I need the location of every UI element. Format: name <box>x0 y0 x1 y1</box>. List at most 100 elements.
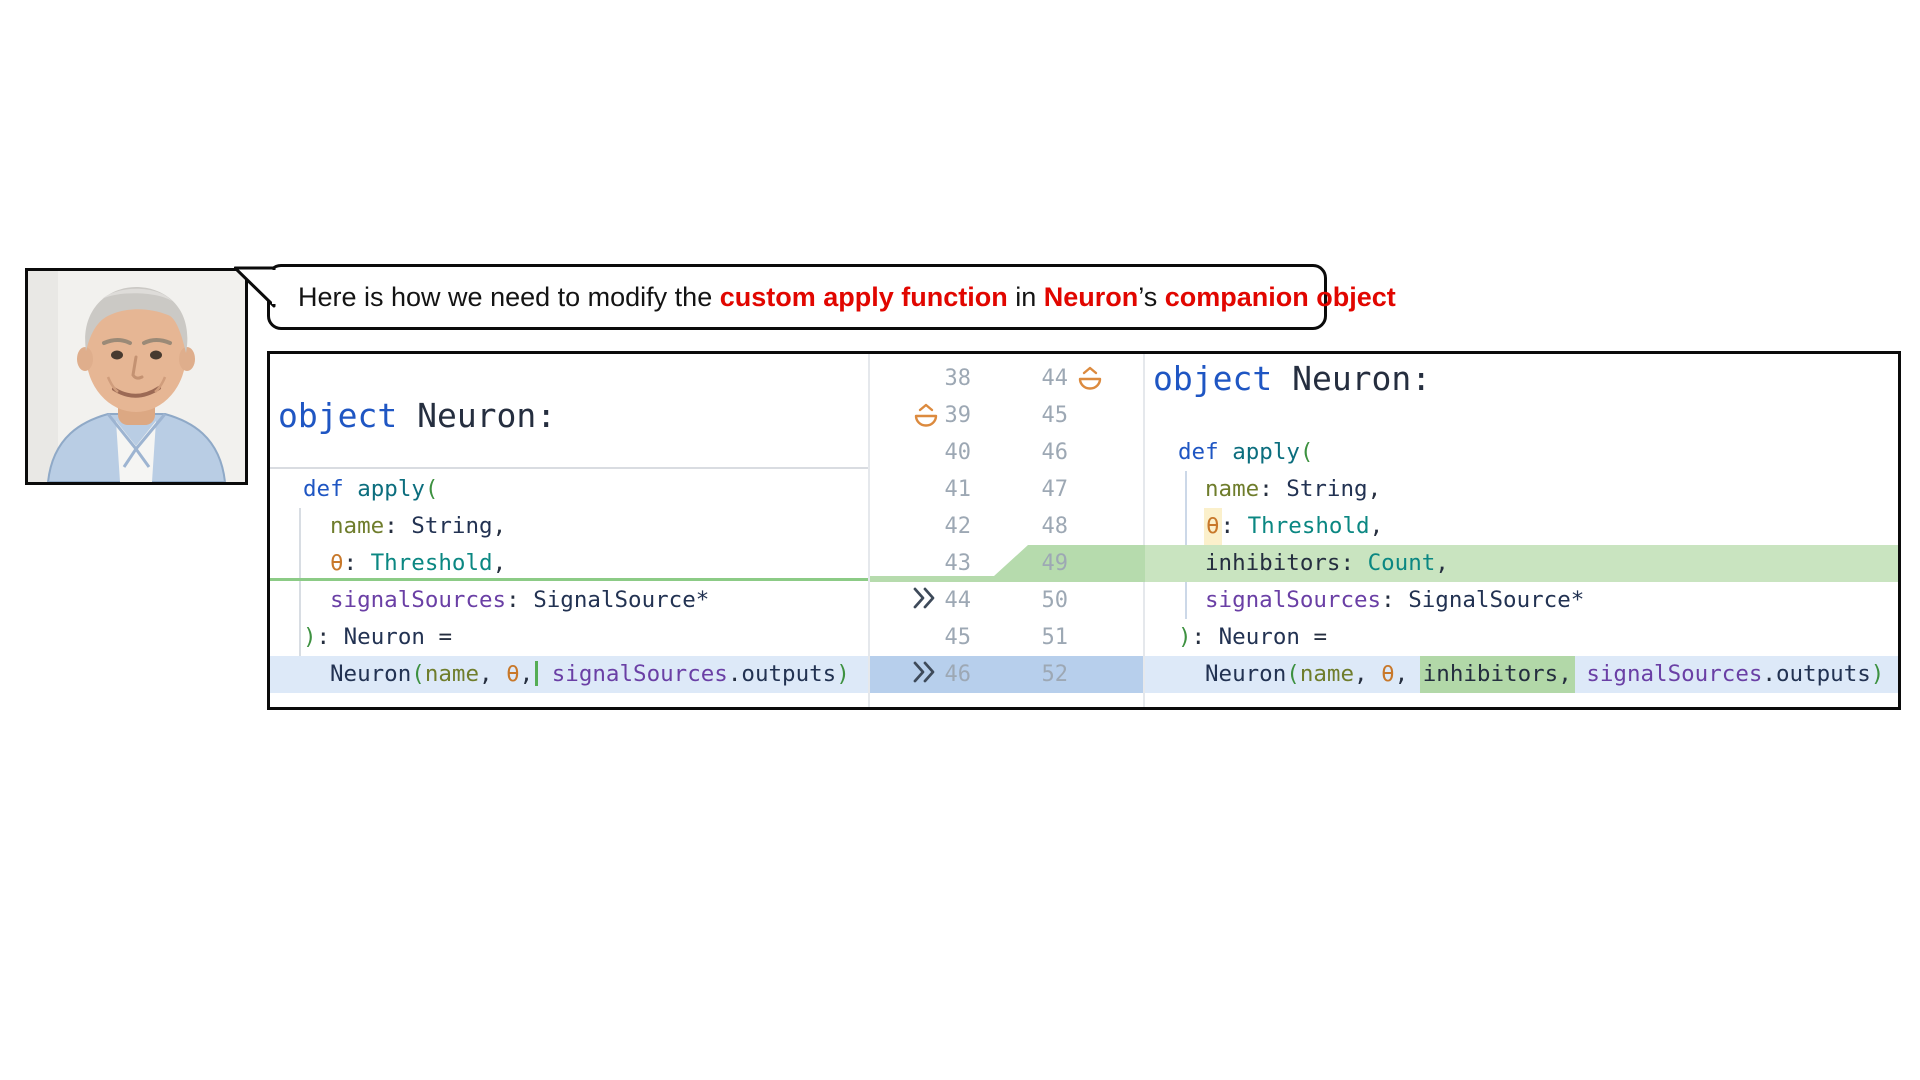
line-number-right: 52 <box>1041 662 1069 687</box>
chevrons-icon <box>912 660 940 690</box>
speech-segment: Here is how we need to modify the <box>298 282 720 312</box>
code-token: ) <box>836 661 850 687</box>
code-token: signalSources <box>1586 661 1763 687</box>
code-line: object Neuron: <box>1153 360 1898 397</box>
code-token: : <box>384 513 412 539</box>
code-token: ) <box>1870 661 1885 687</box>
gutter-row: 39 45 <box>870 397 1143 434</box>
code-token: def <box>1178 439 1233 465</box>
code-row: signalSources: SignalSource* <box>1145 582 1898 619</box>
code-token: Neuron <box>1218 624 1300 650</box>
code-row: def apply( <box>1145 434 1898 471</box>
code-token: name <box>1205 476 1260 502</box>
line-number-left: 39 <box>944 403 972 428</box>
speech-bubble: Here is how we need to modify the custom… <box>234 264 1396 330</box>
code-row <box>270 434 868 471</box>
line-number-left: 38 <box>944 366 972 391</box>
diff-right-pane: object Neuron:def apply(name: String,θ: … <box>1145 354 1898 707</box>
code-token: ( <box>1299 439 1314 465</box>
code-token: ( <box>424 476 439 502</box>
line-number-left: 42 <box>944 514 972 539</box>
chevrons-icon <box>912 586 940 616</box>
code-token: : <box>1340 550 1368 576</box>
person-illustration <box>28 271 245 482</box>
code-token: Count <box>1367 550 1436 576</box>
speech-emphasis: companion object <box>1164 282 1396 312</box>
code-row: object Neuron: <box>1145 360 1898 397</box>
code-token: , <box>1435 550 1449 576</box>
code-token: apply <box>1232 439 1300 465</box>
code-token: θ <box>1204 508 1222 545</box>
speech-tail-icon <box>234 266 276 308</box>
speech-segment: ’s <box>1138 282 1165 312</box>
insert-caret-marker <box>535 661 539 686</box>
code-token: : <box>1381 587 1409 613</box>
speech-emphasis: Neuron <box>1043 282 1139 312</box>
code-row: ): Neuron = <box>270 619 868 656</box>
code-row: ): Neuron = <box>1145 619 1898 656</box>
code-line: signalSources: SignalSource* <box>1205 582 1898 619</box>
code-token: Neuron <box>343 624 425 650</box>
code-token: : <box>506 587 534 613</box>
code-token: signalSources <box>551 661 728 687</box>
line-number-right: 49 <box>1041 551 1069 576</box>
line-number-left: 46 <box>944 662 972 687</box>
code-token: name <box>330 513 385 539</box>
code-token: apply <box>357 476 425 502</box>
code-token: , <box>1354 661 1382 687</box>
code-line: name: String, <box>1205 471 1898 508</box>
code-token: , <box>1369 513 1384 539</box>
fold-icon <box>1076 364 1104 394</box>
code-token: : <box>343 550 371 576</box>
diff-connector <box>870 545 1145 582</box>
code-token: , <box>492 550 507 576</box>
code-token <box>538 661 552 687</box>
code-token: = <box>424 624 453 650</box>
method-separator <box>270 467 868 469</box>
code-line: Neuron(name, θ, signalSources.outputs) <box>330 656 868 693</box>
code-line: ): Neuron = <box>303 619 868 656</box>
code-line: def apply( <box>1178 434 1898 471</box>
code-token: . <box>727 661 742 687</box>
code-token: String <box>411 513 493 539</box>
code-token: outputs <box>1775 661 1871 687</box>
gutter-row: 43 49 <box>870 545 1143 582</box>
code-token: object <box>1153 359 1293 398</box>
code-token: name <box>1299 661 1355 687</box>
code-row <box>270 360 868 397</box>
code-line: Neuron(name, θ, inhibitors, signalSource… <box>1205 656 1898 693</box>
code-token: Neuron: <box>417 396 557 435</box>
line-number-left: 41 <box>944 477 972 502</box>
code-token: outputs <box>741 661 837 687</box>
code-token: inhibitors, <box>1419 656 1575 693</box>
fold-icon <box>912 401 940 431</box>
indent-guide <box>299 508 301 656</box>
code-token: : <box>1191 624 1219 650</box>
code-token: : <box>1259 476 1287 502</box>
code-token: ) <box>1178 624 1192 650</box>
code-token: name <box>424 661 480 687</box>
code-token: , <box>1367 476 1382 502</box>
code-token: SignalSource* <box>533 587 710 613</box>
line-number-right: 50 <box>1041 588 1069 613</box>
code-line: name: String, <box>330 508 868 545</box>
line-number-right: 46 <box>1041 440 1069 465</box>
code-token: : <box>316 624 344 650</box>
line-number-right: 45 <box>1041 403 1069 428</box>
code-line: θ: Threshold, <box>330 545 868 582</box>
diff-panel: object Neuron:def apply(name: String,θ: … <box>267 351 1901 710</box>
line-number-left: 43 <box>944 551 972 576</box>
code-token: def <box>303 476 358 502</box>
code-token: Threshold <box>1247 513 1370 539</box>
code-row: inhibitors: Count, <box>1145 545 1898 582</box>
speech-segment: in <box>1007 282 1044 312</box>
code-token: signalSources <box>1205 587 1382 613</box>
code-line: signalSources: SignalSource* <box>330 582 868 619</box>
